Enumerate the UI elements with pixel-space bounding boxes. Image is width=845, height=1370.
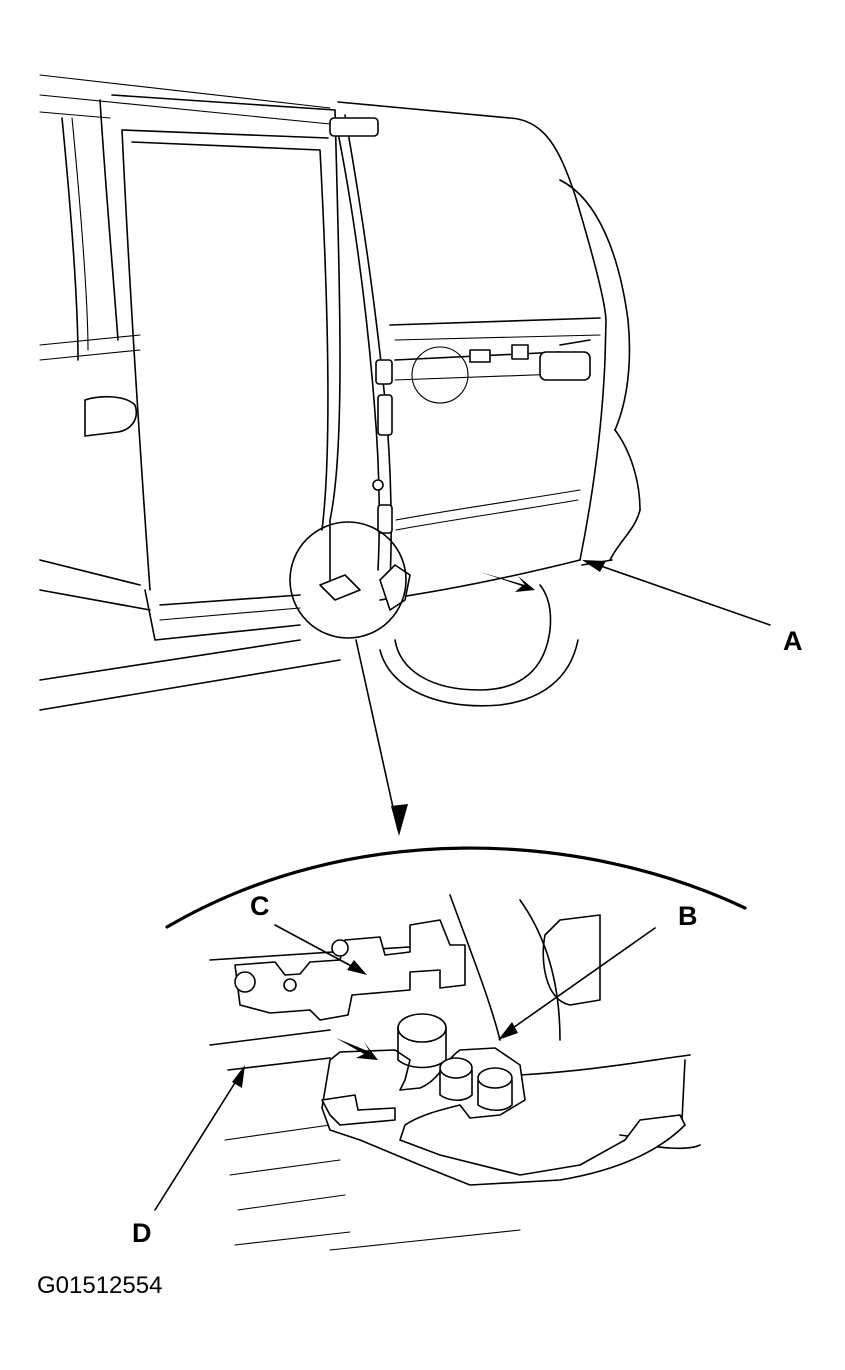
callout-b-leader — [498, 927, 656, 1040]
figure-id-label: G01512554 — [37, 1272, 162, 1299]
van-body-illustration — [39, 74, 641, 711]
roller-detail-illustration — [209, 894, 701, 1251]
callout-a-leader — [582, 560, 771, 626]
callout-c-label: C — [250, 891, 270, 921]
callout-b-label: B — [678, 901, 698, 931]
callout-a-label: A — [783, 626, 803, 656]
callout-d-leader — [154, 1065, 245, 1211]
detail-magnifier-circle — [289, 521, 407, 639]
detail-pointer-arrow — [355, 639, 408, 836]
callout-d-label: D — [132, 1218, 152, 1248]
callout-c-leader — [274, 924, 367, 975]
detail-view-arc — [165, 846, 747, 929]
